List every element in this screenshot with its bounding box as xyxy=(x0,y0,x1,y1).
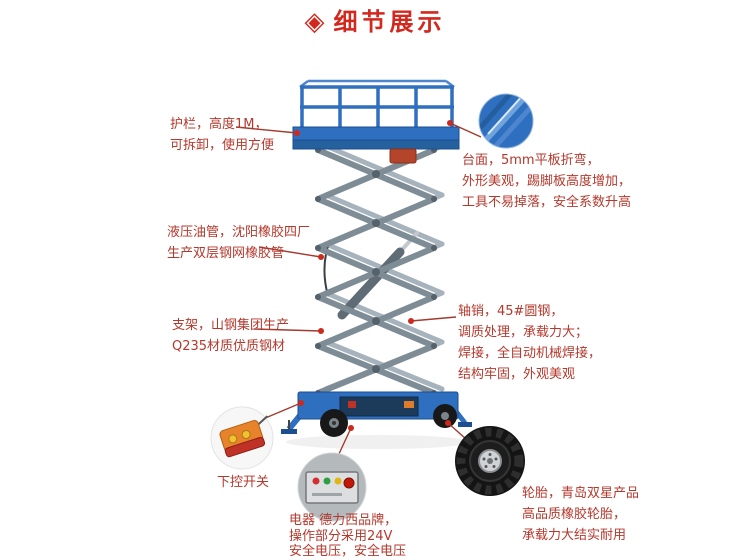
page-title: ◈ 细节展示 xyxy=(0,8,750,37)
annotation-line: 电器 德力西品牌， xyxy=(289,513,398,528)
annotation-guardrail: 护栏，高度1M， 可拆卸，使用方便 xyxy=(170,114,274,156)
annotation-line: 高品质橡胶轮胎， xyxy=(522,507,627,522)
annotation-line: 台面，5mm平板折弯， xyxy=(462,153,600,168)
annotation-axle-pin: 轴销，45#圆钢， 调质处理，承载力大； 焊接，全自动机械焊接， 结构牢固，外观… xyxy=(458,301,601,385)
platform-control-box xyxy=(389,148,417,164)
annotation-electric: 电器 德力西品牌， 操作部分采用24V 安全电压，安全电压 xyxy=(289,513,406,560)
callout-lines xyxy=(235,122,482,457)
annotation-line: 护栏，高度1M， xyxy=(170,117,268,132)
annotation-line: 液压油管，沈阳橡胶四厂 xyxy=(167,225,311,240)
front-wheel xyxy=(320,409,348,437)
callout-platform-detail-photo xyxy=(478,93,534,149)
annotation-lower-switch: 下控开关 xyxy=(213,472,273,493)
annotation-bracket: 支架，山钢集团生产 Q235材质优质钢材 xyxy=(172,315,289,357)
annotation-line: 安全电压，安全电压 xyxy=(289,544,407,559)
base-control-cabinet xyxy=(339,396,419,417)
callout-pendant-photo xyxy=(210,406,274,470)
annotation-line: 工具不易掉落，安全系数升高 xyxy=(462,195,632,210)
annotation-line: 生产双层钢网橡胶管 xyxy=(167,246,285,261)
ground-shadow xyxy=(286,435,470,449)
annotation-line: 下控开关 xyxy=(216,475,269,490)
platform-deck xyxy=(292,126,460,164)
callout-dots xyxy=(294,120,453,431)
annotation-line: Q235材质优质钢材 xyxy=(172,339,286,354)
callout-tire-photo xyxy=(455,426,525,496)
annotation-line: 焊接，全自动机械焊接， xyxy=(458,346,602,361)
annotation-platform: 台面，5mm平板折弯， 外形美观，踢脚板高度增加， 工具不易掉落，安全系数升高 xyxy=(462,150,631,213)
guardrail xyxy=(299,79,455,127)
annotation-line: 结构牢固，外观美观 xyxy=(458,367,576,382)
annotation-line: 轴销，45#圆钢， xyxy=(458,304,564,319)
annotation-line: 轮胎，青岛双星产品 xyxy=(522,486,640,501)
diamond-icon: ◈ xyxy=(304,7,325,38)
annotation-line: 外形美观，踢脚板高度增加， xyxy=(462,174,632,189)
annotation-tire: 轮胎，青岛双星产品 高品质橡胶轮胎， 承载力大结实耐用 xyxy=(522,483,639,546)
annotation-line: 可拆卸，使用方便 xyxy=(170,138,275,153)
page-title-text: 细节展示 xyxy=(333,8,446,36)
rear-wheel xyxy=(433,404,457,428)
annotation-line: 操作部分采用24V xyxy=(289,528,393,544)
annotation-line: 承载力大结实耐用 xyxy=(522,528,627,543)
scissor-pivot-pins xyxy=(315,147,437,396)
annotation-line: 调质处理，承载力大； xyxy=(458,325,589,340)
callout-control-panel-photo xyxy=(297,452,367,522)
annotation-hydraulic-pipe: 液压油管，沈阳橡胶四厂 生产双层钢网橡胶管 xyxy=(167,222,310,264)
annotation-line: 支架，山钢集团生产 xyxy=(172,318,290,333)
